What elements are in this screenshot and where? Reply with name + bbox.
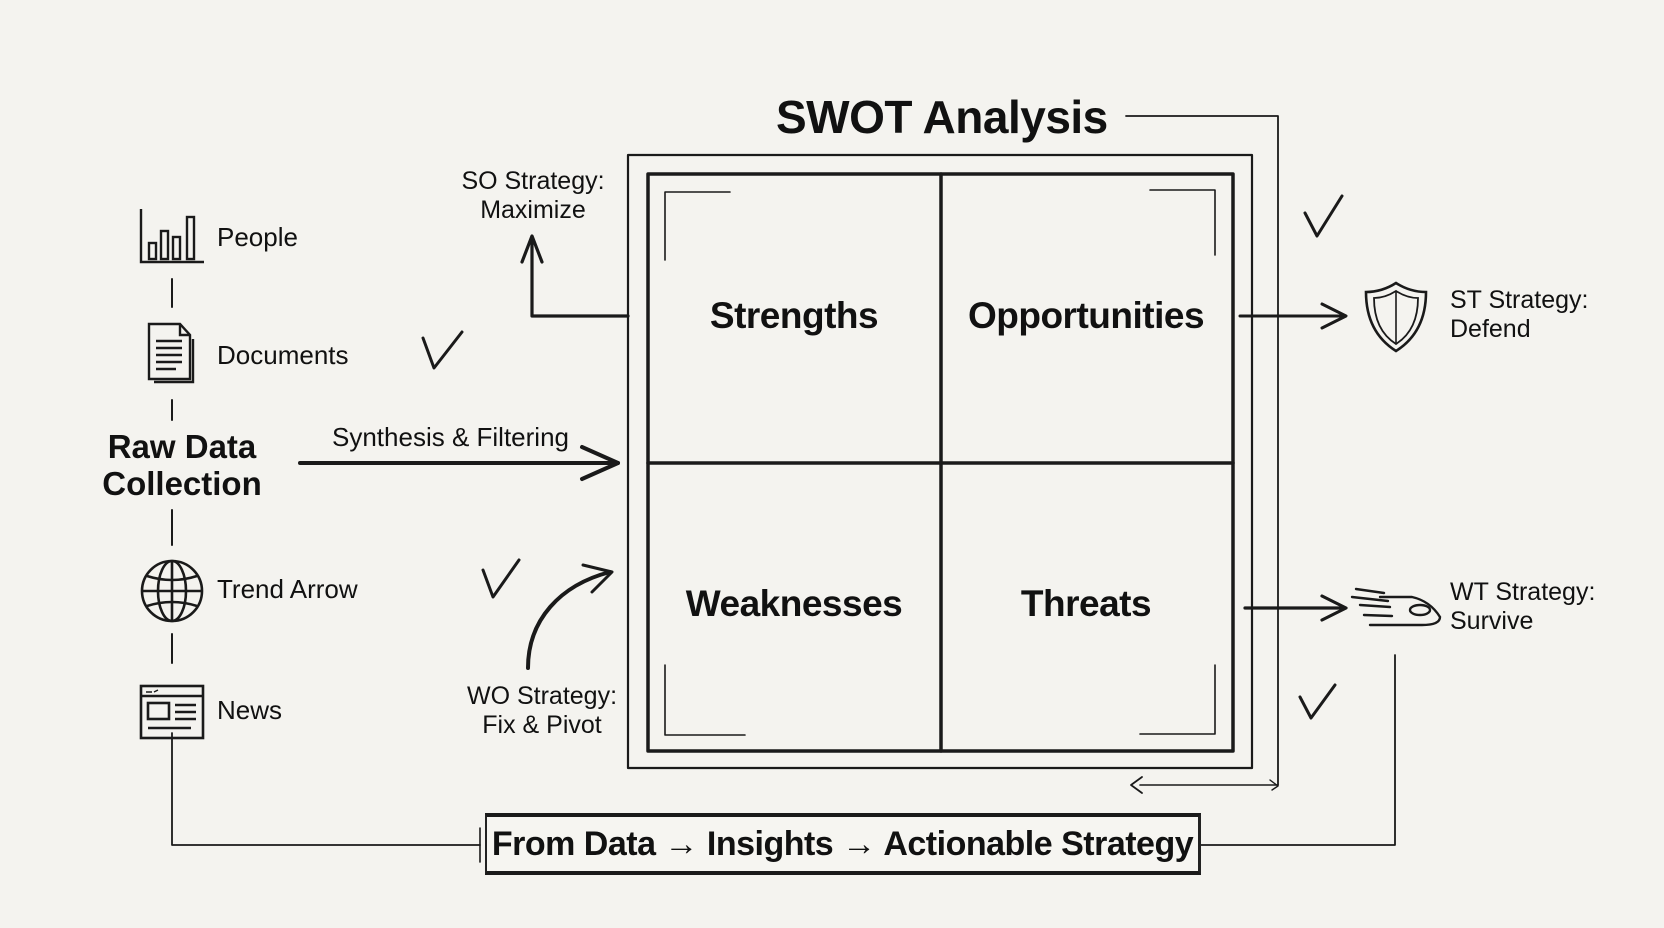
source-label-trend-arrow: Trend Arrow: [217, 574, 358, 604]
synthesis-label: Synthesis & Filtering: [332, 422, 569, 452]
hub-line-1: Raw Data: [107, 428, 257, 465]
source-label-news: News: [217, 695, 283, 725]
newspaper-icon: [139, 684, 205, 740]
document-icon: [147, 322, 195, 384]
checkmark-icon: [1303, 194, 1344, 238]
summary-banner: From Data → Insights → Actionable Strate…: [485, 813, 1201, 875]
source-label-documents: Documents: [217, 340, 349, 370]
wt-strategy-label: WT Strategy: Survive: [1450, 578, 1596, 635]
checkmark-icon: [421, 330, 464, 370]
diagram-title: SWOT Analysis: [776, 91, 1108, 143]
quadrant-weaknesses: Weaknesses: [685, 583, 903, 624]
banner-text: From Data → Insights → Actionable Strate…: [491, 824, 1194, 863]
hub-label: Raw Data Collection: [102, 428, 262, 502]
outer-frame: [626, 153, 1254, 770]
checkmark-icon: [481, 558, 521, 599]
wo-arrow: [526, 570, 612, 670]
wo-strategy-label: WO Strategy: Fix & Pivot: [466, 682, 618, 739]
quadrant-opportunities: Opportunities: [967, 295, 1205, 336]
so-arrow: [530, 236, 630, 318]
speed-icon: [1350, 587, 1442, 627]
source-label-people: People: [217, 222, 298, 252]
globe-icon: [140, 559, 204, 623]
quadrant-threats: Threats: [1020, 583, 1152, 624]
quadrant-strengths: Strengths: [709, 295, 879, 336]
bar-chart-icon: [139, 209, 204, 264]
shield-icon: [1364, 281, 1428, 353]
checkmark-icon: [1298, 683, 1337, 720]
so-strategy-label: SO Strategy: Maximize: [461, 167, 605, 224]
st-strategy-label: ST Strategy: Defend: [1450, 286, 1589, 343]
hub-line-2: Collection: [102, 465, 262, 502]
